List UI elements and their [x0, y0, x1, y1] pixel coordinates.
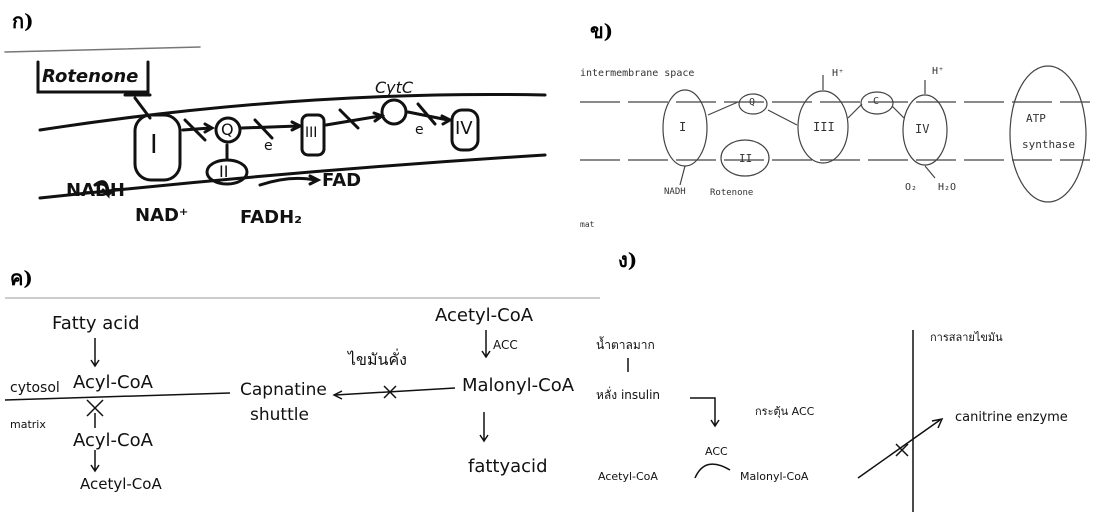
panel-c-label: ค) [10, 262, 33, 294]
b-complex-4-label: IV [915, 122, 929, 136]
acetyl-coa-top-label: Acetyl-CoA [435, 305, 533, 326]
arrow-insulin-to-acc [690, 398, 719, 426]
complex-3-label: III [305, 125, 317, 141]
b-arrow-q-to-3 [768, 110, 797, 125]
fatty-acid-label: Fatty acid [52, 313, 140, 334]
carnitine-label-1: Capnatine [240, 380, 327, 400]
b-atp-label: ATP [1026, 112, 1046, 125]
b-arrow-3-to-c [848, 104, 862, 118]
carnitine-enzyme-label: canitrine enzyme [955, 410, 1068, 425]
b-mat-label: mat [580, 220, 594, 229]
carnitine-label-2: shuttle [250, 405, 309, 425]
q-label: Q [221, 120, 234, 139]
b-arrow-c-to-4 [892, 106, 904, 118]
arrow-acetyl-to-malonyl-d [695, 464, 730, 478]
b-o2-label: O₂ [905, 182, 917, 193]
electron-label-1: e [264, 138, 273, 154]
arrow-acetyl-to-malonyl [482, 330, 490, 357]
complex-2-label: II [219, 162, 228, 181]
acc-label-d: ACC [705, 445, 728, 458]
b-h-plus-2-label: H⁺ [932, 66, 944, 77]
b-nadh-line [680, 166, 685, 185]
acetyl-coa-bottom-label: Acetyl-CoA [80, 475, 162, 493]
electron-label-2: e [415, 122, 424, 138]
b-rotenone-label: Rotenone [710, 188, 753, 198]
malonyl-coa-d-label: Malonyl-CoA [740, 470, 808, 483]
arrow-fatty-to-acyl [91, 338, 99, 366]
intermembrane-label: intermembrane space [580, 68, 694, 79]
panel-d-label: ง) [618, 244, 637, 276]
fadh2-label: FADH₂ [240, 207, 302, 228]
b-o2-arrow [925, 166, 935, 178]
sugar-label: น้ำตาลมาก [596, 336, 655, 355]
acc-label-c: ACC [493, 338, 518, 352]
cytc-label: CytC [375, 78, 413, 97]
arrow-malonyl-to-fattyacid [480, 412, 488, 441]
insulin-label: หลั่ง insulin [596, 386, 660, 405]
acetyl-coa-d-label: Acetyl-CoA [598, 470, 658, 483]
nadh-label: NADH [66, 180, 125, 201]
panel-b-drawing [580, 66, 1090, 202]
b-h2o-label: H₂O [938, 182, 956, 193]
stimulate-acc-label: กระตุ้น ACC [755, 402, 814, 420]
b-atp-synthase-shape [1010, 66, 1086, 202]
complex-4-label: IV [455, 118, 473, 139]
panel-d-drawing [628, 330, 942, 512]
arrow-acyl-to-acetyl [91, 450, 99, 471]
panel-a-top-line [5, 47, 200, 52]
b-q-label: Q [749, 97, 755, 108]
b-synthase-label: synthase [1022, 138, 1075, 151]
fadh2-arrow [260, 176, 318, 185]
fatty-acid-out-label: fattyacid [468, 456, 548, 477]
cytc-shape [382, 100, 406, 124]
acyl-coa-top-label: Acyl-CoA [73, 372, 153, 393]
b-c-label: C [873, 96, 879, 107]
rotenone-label: Rotenone [42, 66, 138, 87]
matrix-label: matrix [10, 418, 46, 431]
fat-burn-label: การสลายไขมัน [930, 328, 1003, 346]
panel-b-label: ข) [590, 15, 613, 47]
fad-label: FAD [322, 170, 361, 191]
cytosol-label: cytosol [10, 380, 60, 396]
complex-1-label: I [150, 130, 158, 160]
x-mark-a2 [255, 120, 272, 138]
b-complex-1-label: I [679, 120, 686, 134]
b-complex-2-label: II [739, 152, 752, 165]
thai-note-label: ไขมันคั่ง [348, 348, 407, 373]
b-complex-3-label: III [813, 120, 835, 134]
acyl-coa-bottom-label: Acyl-CoA [73, 430, 153, 451]
malonyl-coa-label: Malonyl-CoA [462, 375, 574, 396]
arrow-q-to-3 [242, 122, 300, 130]
nad-label: NAD⁺ [135, 205, 188, 226]
b-nadh-label: NADH [664, 187, 686, 197]
b-h-plus-1-label: H⁺ [832, 68, 844, 79]
panel-a-label: ก) [12, 5, 34, 37]
b-arrow-1-to-q [708, 102, 738, 115]
